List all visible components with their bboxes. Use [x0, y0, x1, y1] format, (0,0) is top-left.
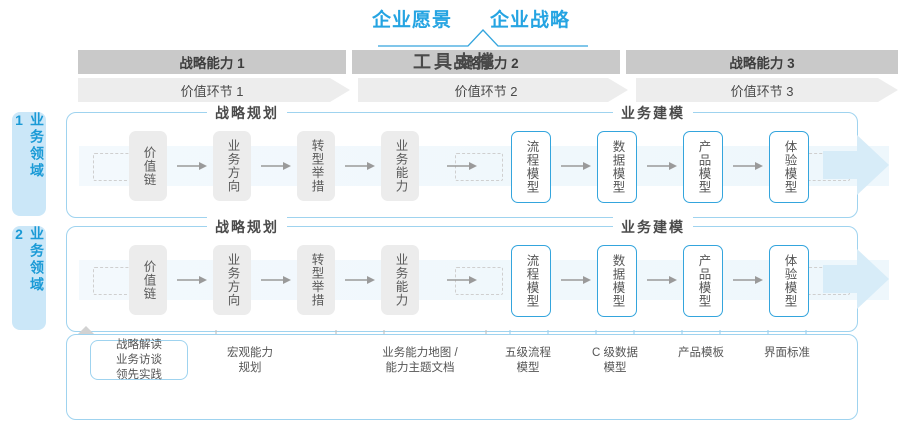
connector-arrow-2-5	[561, 275, 591, 285]
section-title-planning-1: 战略规划	[207, 103, 287, 123]
section-title-planning-2: 战略规划	[207, 217, 287, 237]
value-chevron-2-label: 价值环节 2	[454, 83, 518, 99]
tool-support-frame	[66, 334, 858, 420]
node-data-model-1[interactable]: 数据模型	[597, 131, 637, 203]
capability-bar-3[interactable]: 战略能力 3	[626, 50, 898, 74]
value-chevron-3-label: 价值环节 3	[730, 83, 794, 99]
node-process-model-2[interactable]: 流程模型	[511, 245, 551, 317]
capability-bar-1[interactable]: 战略能力 1	[78, 50, 346, 74]
tool-box-strategy-inputs-label: 战略解读 业务访谈 领先实践	[116, 338, 162, 381]
node-process-model-1[interactable]: 流程模型	[511, 131, 551, 203]
tool-box-strategy-inputs[interactable]: 战略解读 业务访谈 领先实践	[90, 338, 188, 381]
tool-label-data-model: C 级数据 模型	[592, 347, 638, 374]
connector-arrow-2-2	[261, 275, 291, 285]
tool-support-title: 工具支撑	[413, 52, 497, 72]
node-value-chain-1[interactable]: 价值链	[129, 131, 167, 201]
connector-arrow-1-7	[733, 161, 763, 171]
value-chevron-row: 价值环节 1 价值环节 2 价值环节 3	[78, 78, 898, 102]
connector-arrow-1-1	[177, 161, 207, 171]
node-business-capability-2[interactable]: 业务能力	[381, 245, 419, 315]
process-row-1: 战略规划 业务建模 价值链 业务方向 转型举措 业务能力 流程模型 数据模型 产…	[66, 103, 889, 218]
enterprise-vision-title: 企业愿景	[372, 10, 453, 31]
connector-arrow-2-6	[647, 275, 677, 285]
section-line-left-1	[143, 112, 203, 114]
node-business-direction-2[interactable]: 业务方向	[213, 245, 251, 315]
node-experience-model-1[interactable]: 体验模型	[769, 131, 809, 203]
value-chevron-1[interactable]: 价值环节 1	[78, 78, 346, 102]
node-product-model-2[interactable]: 产品模型	[683, 245, 723, 317]
node-experience-model-2[interactable]: 体验模型	[769, 245, 809, 317]
capability-bar-row: 战略能力 1 战略能力 2 战略能力 3	[78, 50, 898, 74]
section-title-modeling-1: 业务建模	[613, 103, 693, 123]
node-data-model-2[interactable]: 数据模型	[597, 245, 637, 317]
flow-arrow-right-2	[823, 249, 889, 309]
section-line-left-2	[143, 226, 203, 228]
tool-label-product-template: 产品模板	[678, 347, 724, 359]
section-line-right-1	[707, 112, 847, 114]
section-title-modeling-2: 业务建模	[613, 217, 693, 237]
connector-arrow-2-1	[177, 275, 207, 285]
sidebar-item-domain-2[interactable]: 业务领域 2	[11, 226, 46, 330]
value-chevron-3[interactable]: 价值环节 3	[626, 78, 898, 102]
tool-label-process-model: 五级流程 模型	[505, 347, 551, 374]
node-value-chain-2[interactable]: 价值链	[129, 245, 167, 315]
node-product-model-1[interactable]: 产品模型	[683, 131, 723, 203]
section-line-mid-2	[299, 226, 609, 228]
connector-arrow-1-5	[561, 161, 591, 171]
tool-label-capability-map: 业务能力地图 / 能力主题文档	[382, 347, 458, 374]
node-business-direction-1[interactable]: 业务方向	[213, 131, 251, 201]
node-business-capability-1[interactable]: 业务能力	[381, 131, 419, 201]
process-row-2: 战略规划 业务建模 价值链 业务方向 转型举措 业务能力 流程模型 数据模型 产…	[66, 217, 889, 332]
connector-arrow-1-6	[647, 161, 677, 171]
connector-arrow-1-3	[345, 161, 375, 171]
section-line-mid-1	[299, 112, 609, 114]
value-chevron-shapes	[78, 78, 898, 102]
capability-bar-2[interactable]: 战略能力 2	[352, 50, 620, 74]
enterprise-strategy-title: 企业战略	[490, 10, 571, 31]
value-chevron-1-label: 价值环节 1	[180, 83, 244, 99]
node-transform-measures-1[interactable]: 转型举措	[297, 131, 335, 201]
connector-arrow-1-4	[447, 161, 477, 171]
connector-arrow-1-2	[261, 161, 291, 171]
sidebar-item-domain-1[interactable]: 业务领域 1	[11, 112, 46, 216]
connector-arrow-2-3	[345, 275, 375, 285]
node-transform-measures-2[interactable]: 转型举措	[297, 245, 335, 315]
tool-label-macro-capability: 宏观能力 规划	[227, 347, 273, 374]
tool-label-ui-standard: 界面标准	[764, 347, 810, 359]
connector-arrow-2-7	[733, 275, 763, 285]
value-chevron-2[interactable]: 价值环节 2	[352, 78, 620, 102]
flow-arrow-right-1	[823, 135, 889, 195]
placeholder-box-mid-1	[455, 153, 503, 181]
section-line-right-2	[707, 226, 847, 228]
connector-arrow-2-4	[447, 275, 477, 285]
title-connector-line	[378, 26, 588, 48]
placeholder-box-mid-2	[455, 267, 503, 295]
